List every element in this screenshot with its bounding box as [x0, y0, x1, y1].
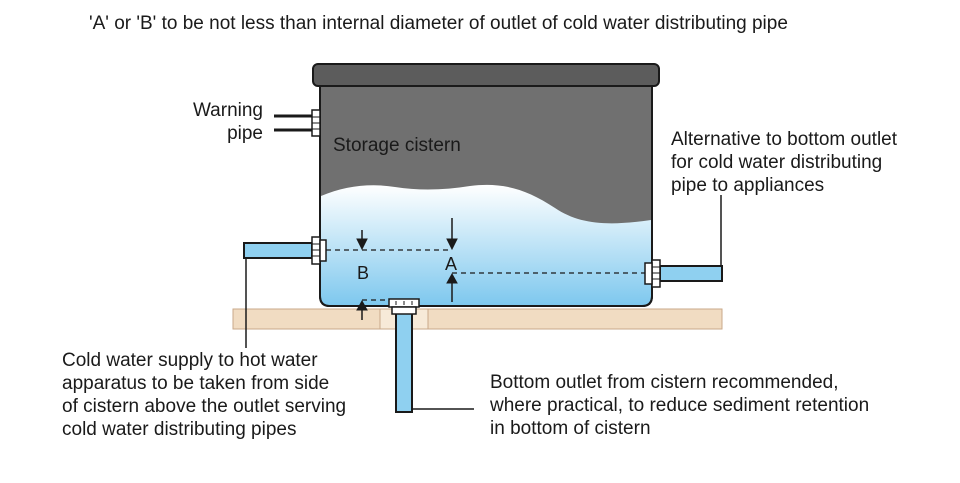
warning-pipe-line-2: pipe: [227, 123, 263, 144]
cistern-lid: [312, 63, 660, 87]
alternative-outlet-line-1: Alternative to bottom outlet: [671, 129, 898, 150]
cold-supply-line-4: cold water distributing pipes: [62, 419, 297, 440]
warning-pipe: [274, 109, 321, 137]
bottom-outlet-label: Bottom outlet from cistern recommended, …: [490, 371, 869, 440]
side-supply-pipe: [243, 236, 327, 265]
bottom-outlet-pipe: [395, 311, 413, 413]
bottom-outlet-line-1: Bottom outlet from cistern recommended,: [490, 372, 839, 393]
bottom-outlet-line-2: where practical, to reduce sediment rete…: [490, 395, 870, 416]
water: [321, 184, 651, 305]
warning-pipe-line-1: Warning: [192, 100, 263, 121]
side-outlet-pipe: [644, 259, 723, 288]
dimension-b-label: B: [357, 263, 369, 283]
diagram-title: 'A' or 'B' to be not less than internal …: [89, 13, 788, 34]
storage-cistern-label: Storage cistern: [333, 135, 461, 156]
dimension-a-label: A: [445, 254, 457, 274]
cold-supply-line-3: of cistern above the outlet serving: [62, 396, 347, 417]
leader-lines: [245, 195, 722, 410]
cold-supply-line-1: Cold water supply to hot water: [62, 350, 318, 371]
warning-pipe-label: Warning pipe: [183, 99, 263, 145]
dimension-lines: [326, 218, 645, 320]
alternative-outlet-label: Alternative to bottom outlet for cold wa…: [671, 128, 897, 197]
alternative-outlet-line-3: pipe to appliances: [671, 175, 825, 196]
alternative-outlet-line-2: for cold water distributing: [671, 152, 883, 173]
cold-supply-line-2: apparatus to be taken from side: [62, 373, 330, 394]
bottom-outlet-nut: [391, 306, 417, 315]
bottom-outlet-line-3: in bottom of cistern: [490, 418, 651, 439]
support-board: [232, 308, 723, 330]
cold-supply-label: Cold water supply to hot water apparatus…: [62, 349, 346, 441]
